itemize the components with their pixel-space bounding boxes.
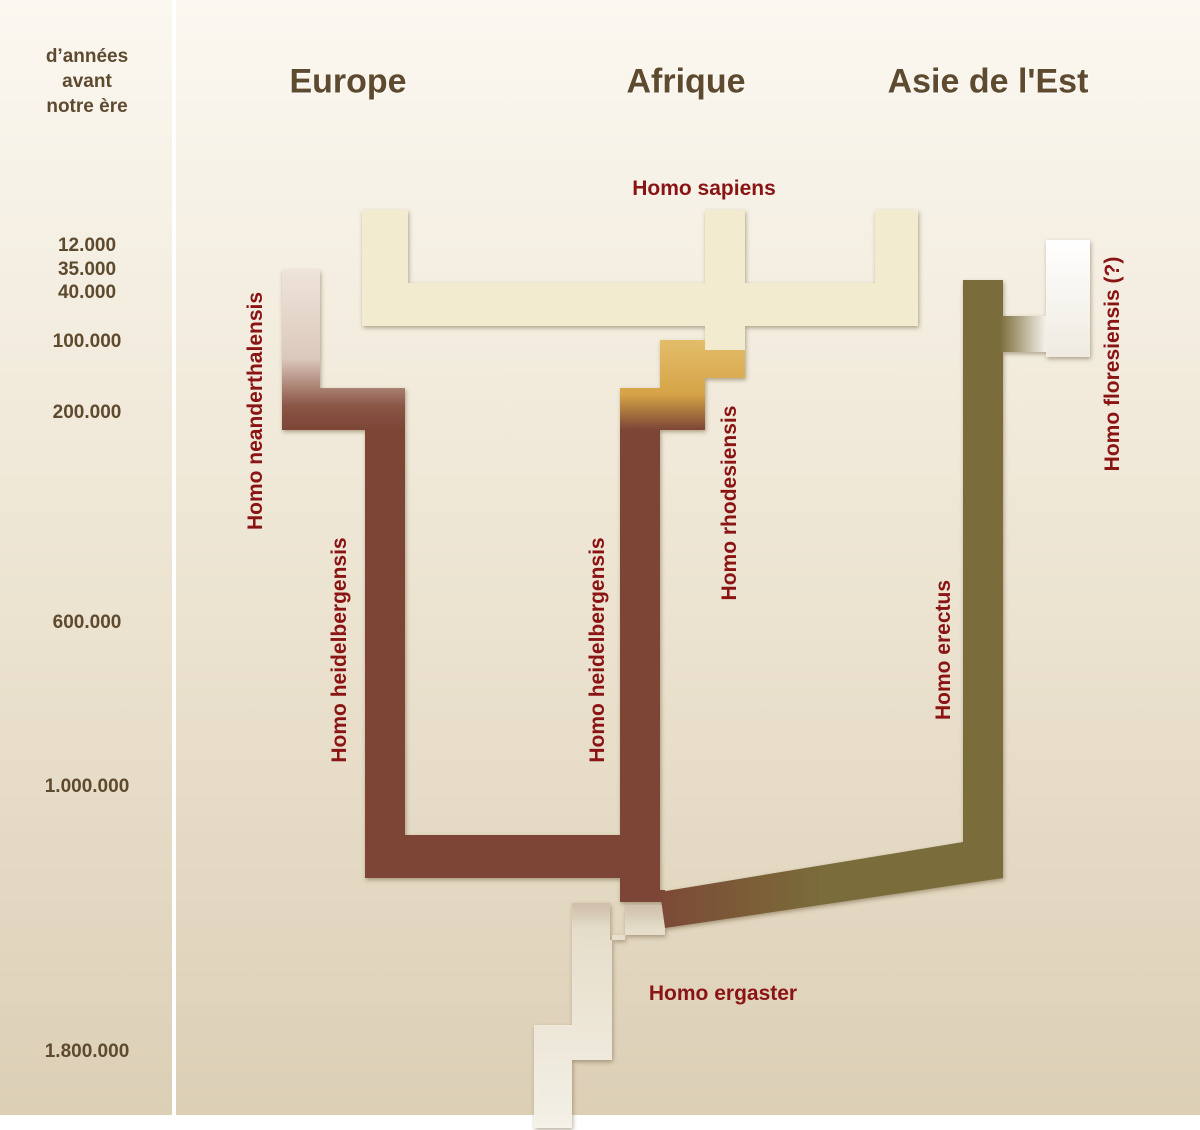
- axis-tick: 1.800.000: [44, 1041, 130, 1062]
- label-homo-neanderthalensis: Homo neanderthalensis: [244, 291, 267, 531]
- axis-tick: 35.000: [57, 259, 117, 280]
- branch-sapiens: [362, 210, 918, 350]
- branch-erectus: [660, 280, 1003, 928]
- time-axis-panel: d’années avant notre ère 12.000 35.000 4…: [0, 0, 174, 1115]
- branch-rhodesiensis: [620, 340, 745, 430]
- axis-tick: 600.000: [52, 612, 122, 633]
- axis-tick: 200.000: [52, 402, 122, 423]
- label-homo-heidelbergensis-africa: Homo heidelbergensis: [586, 537, 609, 763]
- tree-panel: [176, 0, 1200, 1115]
- region-afrique: Afrique: [626, 62, 746, 101]
- branch-neanderthalensis: [282, 270, 405, 430]
- tree-branches: [282, 210, 1090, 1128]
- label-homo-heidelbergensis-europe: Homo heidelbergensis: [328, 537, 351, 763]
- region-asie-de-l-est: Asie de l'Est: [887, 62, 1089, 101]
- label-homo-rhodesiensis: Homo rhodesiensis: [718, 405, 741, 601]
- branch-ergaster: [534, 903, 665, 1128]
- branch-floresiensis-link: [1000, 316, 1048, 352]
- axis-tick: 1.000.000: [44, 776, 130, 797]
- branch-heidelbergensis: [365, 430, 665, 902]
- region-europe: Europe: [289, 62, 407, 101]
- axis-title: d’années avant notre ère: [45, 46, 129, 117]
- branch-floresiensis: [1046, 240, 1090, 357]
- axis-tick: 12.000: [57, 235, 117, 256]
- label-homo-sapiens: Homo sapiens: [632, 177, 776, 200]
- label-homo-floresiensis: Homo floresiensis (?): [1101, 256, 1124, 472]
- axis-tick: 40.000: [57, 282, 117, 303]
- axis-tick: 100.000: [52, 331, 122, 352]
- label-homo-ergaster: Homo ergaster: [648, 982, 798, 1005]
- label-homo-erectus: Homo erectus: [932, 579, 955, 721]
